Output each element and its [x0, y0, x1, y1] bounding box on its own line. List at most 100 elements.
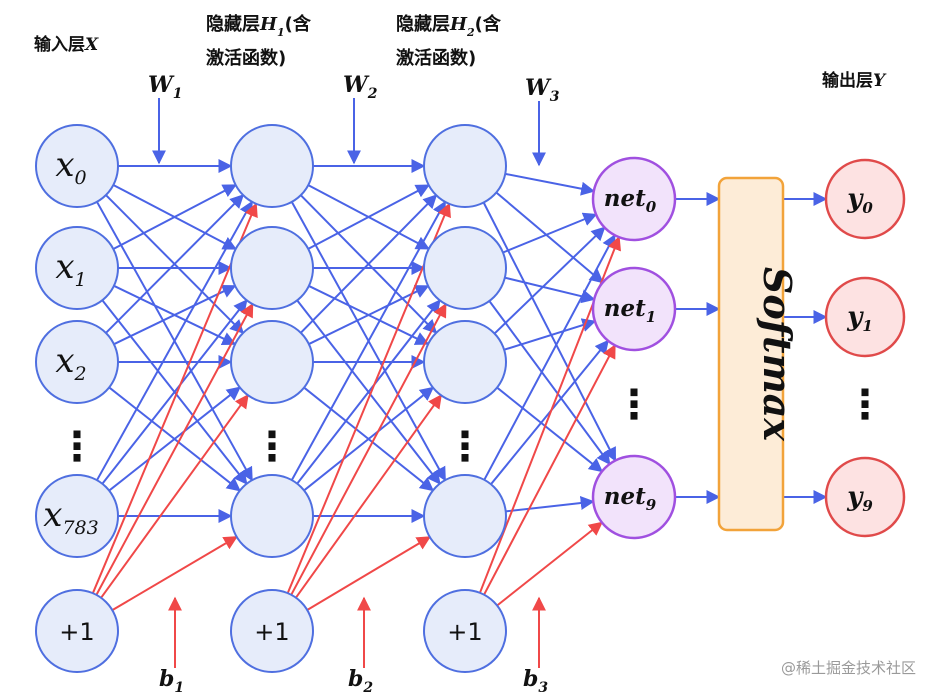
weight-edge	[296, 299, 441, 485]
output-layer-label-var: Y	[873, 71, 887, 91]
weight-edge	[113, 284, 237, 346]
w1-label-sub: 1	[173, 86, 183, 102]
hidden-node	[423, 226, 507, 310]
weight-edge	[101, 299, 248, 485]
hidden1-layer-label-text: 隐藏层	[206, 14, 260, 35]
b2-label-var: b	[348, 666, 363, 692]
bias-edge	[95, 302, 254, 596]
hidden2-layer-label-var: H	[449, 14, 468, 35]
labels-layer: x0x1x2x783+1⋮+1⋮+1⋮net0net1net9⋮Softmaxy…	[34, 13, 916, 696]
bias-node-label: +1	[447, 618, 482, 646]
input-layer-label-text: 输入层	[34, 34, 85, 55]
bias-node-label: +1	[59, 618, 94, 646]
output-layer-label-text: 输出层	[822, 70, 873, 91]
ellipsis-label: ⋮	[614, 382, 654, 428]
bias-edge	[295, 394, 442, 599]
b3-label-var: b	[523, 666, 538, 692]
input-node-subscript: 2	[74, 363, 87, 385]
hidden2-layer-label: 隐藏层H2(含	[396, 13, 502, 39]
hidden1-layer-label-text: 激活函数)	[206, 47, 286, 69]
net-node-label: net0	[604, 185, 657, 216]
weight-edge	[303, 386, 435, 492]
hidden-node	[230, 226, 314, 310]
weight-edge	[502, 212, 598, 254]
weight-edge	[505, 496, 595, 513]
hidden-node	[423, 124, 507, 208]
b1-label-sub: 1	[174, 680, 184, 696]
hidden-node	[230, 320, 314, 404]
weight-edge	[105, 194, 245, 334]
net-node-subscript: 1	[646, 308, 656, 326]
bias-edge	[100, 394, 249, 599]
net-node	[591, 156, 677, 242]
input-layer-label: 输入层X	[34, 34, 99, 55]
weight-edge	[108, 386, 241, 492]
bias-node-label: +1	[254, 618, 289, 646]
weight-edge	[488, 300, 611, 466]
hidden2-layer-label-text: 激活函数)	[396, 47, 476, 69]
output-node	[824, 158, 906, 240]
output-node-subscript: 0	[862, 199, 873, 217]
weight-edge	[482, 202, 617, 462]
weight-edge	[503, 318, 597, 351]
input-layer-label-var: X	[84, 35, 99, 55]
w2-label-var: W	[343, 72, 370, 98]
hidden1-layer-label-text: (含	[285, 13, 312, 35]
w2-label: W2	[343, 72, 378, 102]
output-node-subscript: 1	[862, 317, 872, 335]
input-node-label: x1	[55, 247, 86, 291]
ellipsis-label: ⋮	[252, 424, 292, 470]
hidden-node	[230, 124, 314, 208]
input-node	[35, 474, 119, 558]
input-node	[35, 124, 119, 208]
net-node-subscript: 9	[646, 496, 657, 514]
input-node-label: x783	[43, 495, 98, 539]
hidden-node	[230, 474, 314, 558]
weight-edge	[495, 191, 604, 284]
bias-edge	[306, 536, 431, 611]
softmax-box	[717, 176, 785, 532]
weight-edge	[504, 276, 596, 304]
output-layer-label: 输出层Y	[822, 70, 887, 91]
b1-label: b1	[159, 666, 184, 696]
hidden2-layer-label-sub: 2	[466, 26, 475, 39]
watermark-text: @稀土掘金技术社区	[781, 659, 916, 677]
softmax-label: Softmax	[755, 267, 800, 443]
bias-node	[230, 589, 314, 673]
input-node	[35, 320, 119, 404]
w1-label-var: W	[148, 72, 175, 98]
bias-edge	[290, 302, 447, 596]
net-node	[591, 454, 677, 540]
net-node	[591, 266, 677, 352]
b2-label: b2	[348, 666, 373, 696]
b3-label-sub: 3	[538, 680, 548, 696]
output-node	[824, 456, 906, 538]
w2-label-sub: 2	[367, 86, 378, 102]
hidden1-layer-label: 隐藏层H1(含	[206, 13, 312, 39]
weight-edge	[300, 194, 438, 334]
weight-edge	[505, 172, 596, 196]
b3-label: b3	[523, 666, 548, 696]
w3-label: W3	[525, 75, 560, 105]
ellipsis-label: ⋮	[445, 424, 485, 470]
hidden1-layer-label: 激活函数)	[206, 47, 286, 69]
hidden1-layer-label-var: H	[259, 14, 278, 35]
b1-label-var: b	[159, 666, 174, 692]
input-node-label: x2	[55, 341, 86, 385]
weight-edge	[493, 226, 606, 335]
weight-edge	[308, 285, 430, 345]
w3-label-sub: 3	[550, 89, 560, 105]
b2-label-sub: 2	[362, 680, 373, 696]
bias-node	[423, 589, 507, 673]
hidden-node	[423, 320, 507, 404]
w3-label-var: W	[525, 75, 552, 101]
bias-edge	[111, 535, 238, 612]
input-node-label: x0	[55, 145, 86, 189]
input-node-subscript: 1	[75, 269, 87, 291]
nodes-layer	[35, 124, 906, 673]
hidden2-layer-label-text: 隐藏层	[396, 14, 450, 35]
bias-edge	[91, 202, 258, 594]
hidden1-layer-label-sub: 1	[277, 26, 285, 39]
output-node-subscript: 9	[862, 497, 873, 515]
